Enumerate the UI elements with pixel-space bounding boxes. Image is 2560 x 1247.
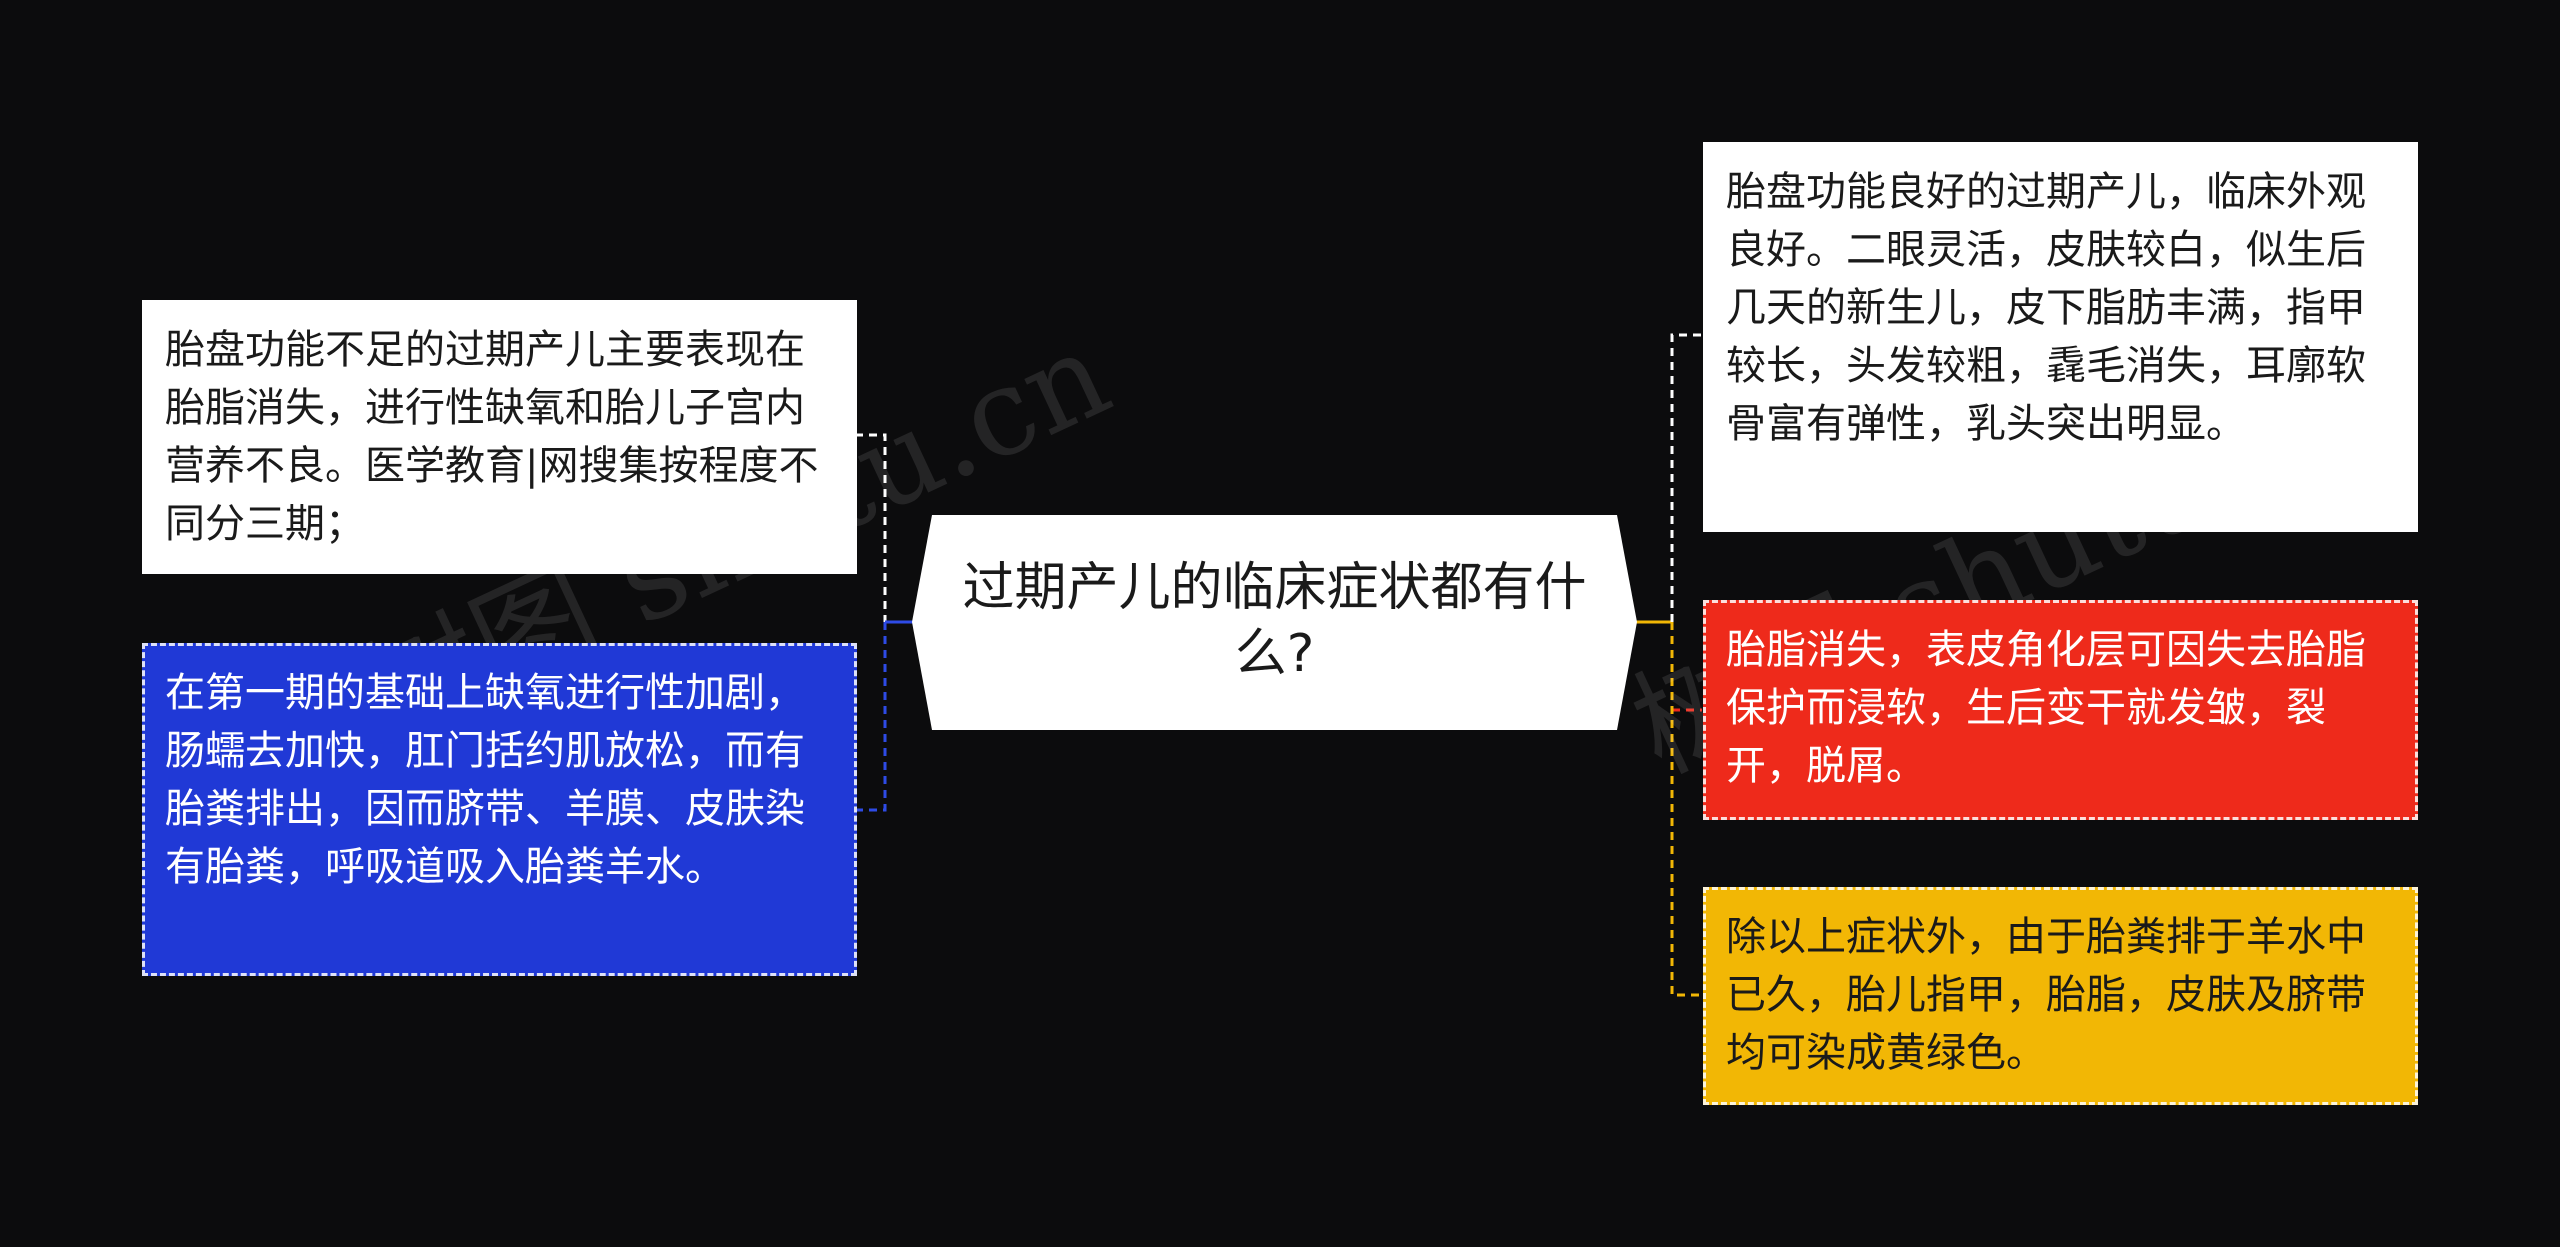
right-node-1[interactable]: 胎盘功能良好的过期产儿，临床外观良好。二眼灵活，皮肤较白，似生后几天的新生儿，皮… (1703, 142, 2418, 532)
central-shape (912, 515, 1637, 730)
left-node-1-text: 胎盘功能不足的过期产儿主要表现在胎脂消失，进行性缺氧和胎儿子宫内营养不良。医学教… (165, 327, 819, 547)
right-node-2-text: 胎脂消失，表皮角化层可因失去胎脂保护而浸软，生后变干就发皱，裂开，脱屑。 (1726, 627, 2366, 789)
connector-left-top (855, 433, 887, 622)
left-node-2-text: 在第一期的基础上缺氧进行性加剧，肠蠕去加快，肛门括约肌放松，而有胎粪排出，因而脐… (165, 670, 805, 890)
left-node-1[interactable]: 胎盘功能不足的过期产儿主要表现在胎脂消失，进行性缺氧和胎儿子宫内营养不良。医学教… (142, 300, 857, 574)
central-topic-label: 过期产儿的临床症状都有什么? (962, 558, 1587, 684)
connector-right-top (1670, 333, 1702, 622)
left-node-2[interactable]: 在第一期的基础上缺氧进行性加剧，肠蠕去加快，肛门括约肌放松，而有胎粪排出，因而脐… (142, 643, 857, 976)
right-node-2[interactable]: 胎脂消失，表皮角化层可因失去胎脂保护而浸软，生后变干就发皱，裂开，脱屑。 (1703, 600, 2418, 820)
right-node-1-text: 胎盘功能良好的过期产儿，临床外观良好。二眼灵活，皮肤较白，似生后几天的新生儿，皮… (1726, 169, 2366, 447)
connector-left-bottom (855, 622, 887, 812)
connector-right-bottom (1670, 622, 1702, 997)
right-node-3-text: 除以上症状外，由于胎粪排于羊水中已久，胎儿指甲，胎脂，皮肤及脐带均可染成黄绿色。 (1726, 914, 2366, 1076)
central-topic[interactable]: 过期产儿的临床症状都有什么? (912, 515, 1637, 730)
right-node-3[interactable]: 除以上症状外，由于胎粪排于羊水中已久，胎儿指甲，胎脂，皮肤及脐带均可染成黄绿色。 (1703, 887, 2418, 1105)
